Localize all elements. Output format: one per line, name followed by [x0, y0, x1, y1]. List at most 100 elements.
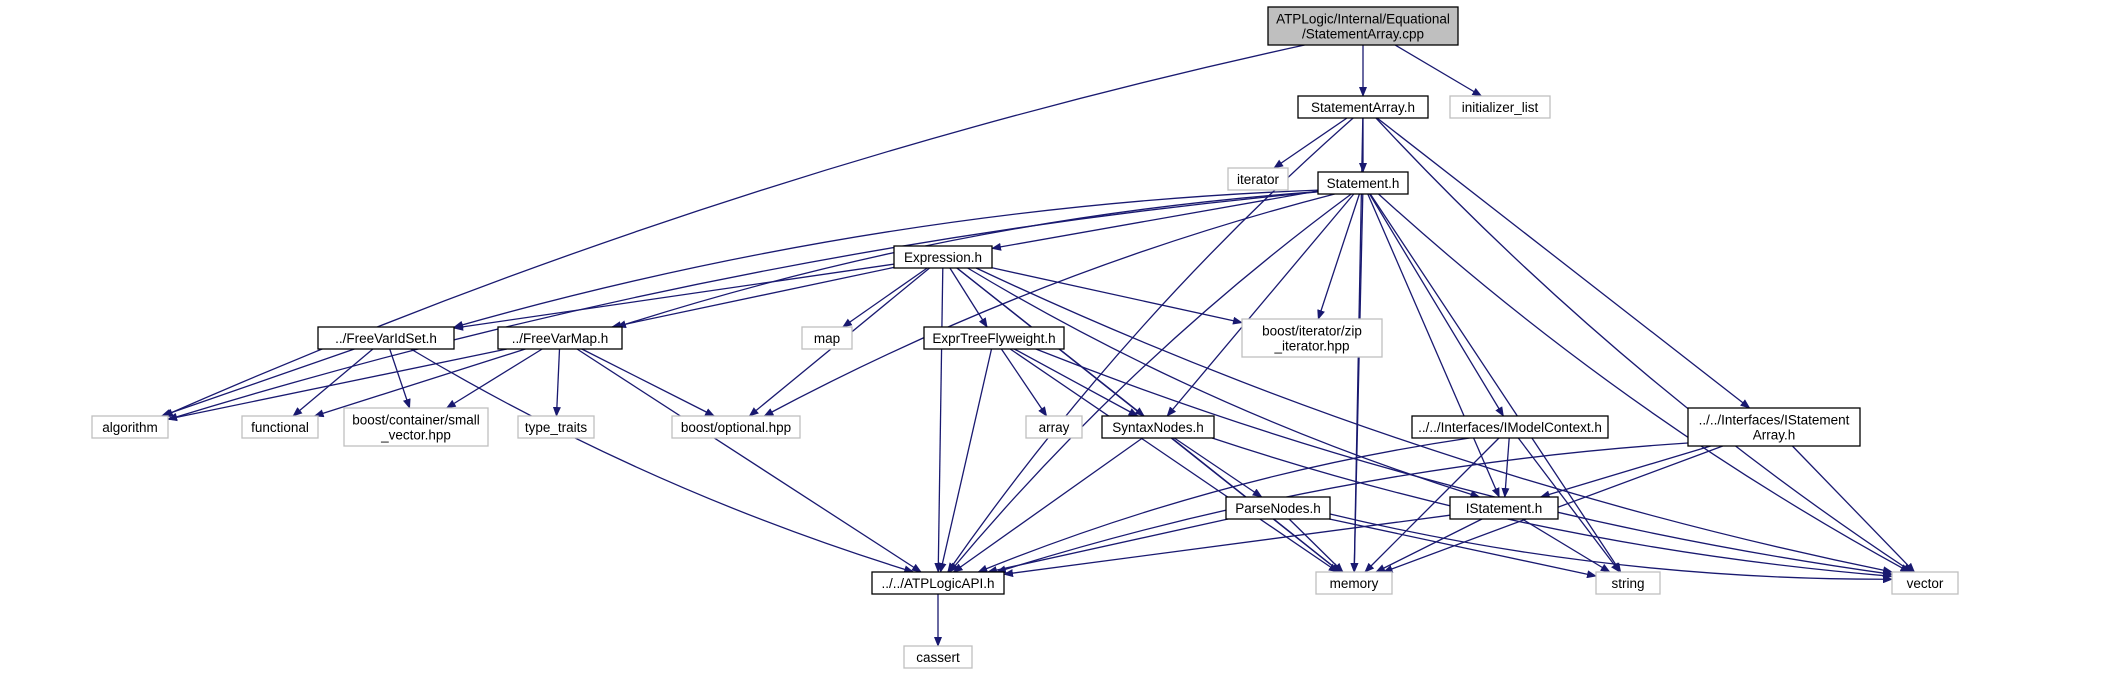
- node-map-box: [801, 326, 853, 350]
- node-string-label: string: [1611, 576, 1644, 591]
- node-parse-box: [1225, 496, 1331, 520]
- node-expression[interactable]: Expression.h: [893, 245, 993, 269]
- edge-stmtarray-to-api: [947, 117, 1354, 573]
- node-statement[interactable]: Statement.h: [1317, 171, 1409, 195]
- node-cassert-box: [903, 645, 973, 669]
- edge-exprtree-to-api: [938, 348, 993, 573]
- edge-expression-to-exprtree: [949, 267, 988, 328]
- node-zipiter-label: _iterator.hpp: [1273, 339, 1349, 354]
- node-istmtarray-label: ../../Interfaces/IStatement: [1699, 413, 1850, 428]
- edge-exprtree-to-array: [1000, 348, 1048, 417]
- node-imodelctx-box: [1411, 415, 1609, 439]
- edge-parse-to-vector: [1329, 513, 1893, 584]
- edge-syntax-to-api: [952, 437, 1143, 573]
- edge-stmtarray-to-iterator: [1273, 117, 1348, 169]
- node-iterator-label: iterator: [1237, 172, 1280, 187]
- nodes-layer: ATPLogic/Internal/Equational/StatementAr…: [91, 6, 1959, 669]
- node-parse[interactable]: ParseNodes.h: [1225, 496, 1331, 520]
- edge-root-to-algorithm: [162, 44, 1305, 417]
- node-array-box: [1025, 415, 1083, 439]
- node-freevarid-label: ../FreeVarIdSet.h: [335, 331, 437, 346]
- node-istmtarray-box: [1687, 407, 1861, 447]
- node-syntax-box: [1101, 415, 1215, 439]
- edge-expression-to-map: [841, 267, 928, 328]
- node-api[interactable]: ../../ATPLogicAPI.h: [871, 571, 1005, 595]
- edge-statement-to-syntax: [1166, 193, 1355, 417]
- edge-statement-to-memory: [1350, 193, 1364, 573]
- edge-syntax-to-vector: [1211, 437, 1893, 580]
- edge-istatement-to-api: [1003, 514, 1451, 578]
- node-parse-label: ParseNodes.h: [1235, 501, 1321, 516]
- node-typetraits-label: type_traits: [525, 420, 588, 435]
- edge-stmtarray-to-vector: [1375, 117, 1913, 573]
- edge-freevarid-to-smallvec: [389, 348, 411, 409]
- node-zipiter: boost/iterator/zip_iterator.hpp: [1241, 318, 1383, 358]
- edge-statement-to-zipiter: [1317, 193, 1361, 320]
- node-exprtree-box: [923, 326, 1065, 350]
- edge-istatement-to-string: [1521, 518, 1611, 573]
- edge-exprtree-to-memory: [1009, 348, 1339, 573]
- edge-expression-to-freevarmap: [611, 266, 895, 330]
- node-functional-label: functional: [251, 420, 309, 435]
- edge-freevarmap-to-optional: [581, 348, 716, 417]
- edge-istmtarray-to-vector: [1791, 445, 1916, 573]
- node-algorithm-label: algorithm: [102, 420, 158, 435]
- node-typetraits-box: [517, 415, 595, 439]
- edge-expression-to-freevarid: [453, 263, 895, 331]
- node-zipiter-label: boost/iterator/zip: [1262, 324, 1362, 339]
- node-map-label: map: [814, 331, 840, 346]
- edge-statement-to-freevarid: [453, 189, 1319, 329]
- node-istatement-box: [1449, 496, 1559, 520]
- edge-imodelctx-to-memory: [1364, 437, 1500, 573]
- node-optional: boost/optional.hpp: [671, 415, 801, 439]
- node-memory-box: [1315, 571, 1393, 595]
- edge-root-to-initlist: [1394, 44, 1483, 97]
- node-vector-box: [1891, 571, 1959, 595]
- edge-freevarmap-to-api: [576, 348, 922, 573]
- node-stmtarray[interactable]: StatementArray.h: [1297, 95, 1429, 119]
- node-imodelctx[interactable]: ../../Interfaces/IModelContext.h: [1411, 415, 1609, 439]
- node-freevarid[interactable]: ../FreeVarIdSet.h: [317, 326, 455, 350]
- node-istatement[interactable]: IStatement.h: [1449, 496, 1559, 520]
- edge-istmtarray-to-istatement: [1539, 445, 1711, 499]
- edge-statement-to-istatement: [1367, 193, 1500, 498]
- edge-imodelctx-to-string: [1517, 437, 1621, 573]
- node-initlist-label: initializer_list: [1462, 100, 1539, 115]
- edge-imodelctx-to-istatement: [1501, 437, 1510, 498]
- node-memory-label: memory: [1330, 576, 1379, 591]
- node-root[interactable]: ATPLogic/Internal/Equational/StatementAr…: [1267, 6, 1459, 46]
- edge-syntax-to-parse: [1173, 437, 1263, 498]
- node-smallvec-label: boost/container/small: [352, 413, 480, 428]
- node-syntax-label: SyntaxNodes.h: [1112, 420, 1204, 435]
- node-istatement-label: IStatement.h: [1466, 501, 1543, 516]
- node-cassert: cassert: [903, 645, 973, 669]
- node-syntax[interactable]: SyntaxNodes.h: [1101, 415, 1215, 439]
- edge-freevarmap-to-smallvec: [445, 348, 543, 409]
- edge-parse-to-api: [986, 518, 1229, 574]
- node-exprtree[interactable]: ExprTreeFlyweight.h: [923, 326, 1065, 350]
- node-optional-label: boost/optional.hpp: [681, 420, 791, 435]
- node-imodelctx-label: ../../Interfaces/IModelContext.h: [1418, 420, 1602, 435]
- node-string-box: [1595, 571, 1661, 595]
- node-map: map: [801, 326, 853, 350]
- node-istmtarray-label: Array.h: [1753, 428, 1796, 443]
- edge-exprtree-to-syntax: [1013, 348, 1139, 417]
- node-typetraits: type_traits: [517, 415, 595, 439]
- node-iterator: iterator: [1227, 167, 1289, 191]
- node-freevarmap-box: [497, 326, 623, 350]
- edge-istatement-to-memory: [1375, 518, 1483, 573]
- node-smallvec-label: _vector.hpp: [380, 428, 451, 443]
- edge-expression-to-vector: [975, 267, 1893, 575]
- edge-statement-to-imodelctx: [1369, 193, 1504, 417]
- edge-statement-to-api: [949, 193, 1352, 573]
- node-root-box: [1267, 6, 1459, 46]
- edge-freevarmap-to-algorithm: [167, 348, 508, 422]
- edge-freevarid-to-algorithm: [160, 348, 355, 417]
- edge-statement-to-optional: [763, 193, 1335, 417]
- node-smallvec: boost/container/small_vector.hpp: [343, 407, 489, 447]
- edge-expression-to-istatement: [967, 267, 1481, 499]
- node-memory: memory: [1315, 571, 1393, 595]
- edge-stmtarray-to-istmtarray: [1376, 117, 1751, 409]
- node-freevarmap[interactable]: ../FreeVarMap.h: [497, 326, 623, 350]
